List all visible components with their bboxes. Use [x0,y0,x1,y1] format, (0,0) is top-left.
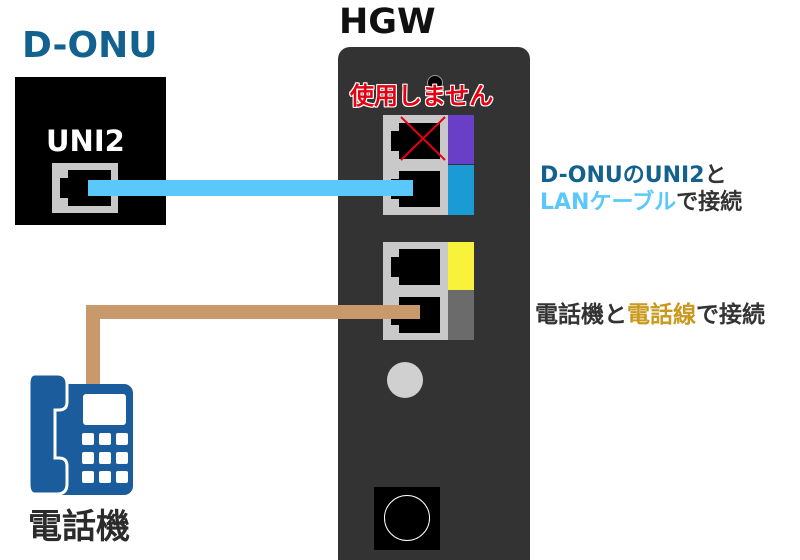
phone-instruction-text: 電話機と [535,302,627,328]
phone-instruction-highlight: 電話線 [627,302,696,328]
onu-port-label: UNI2 [46,124,125,158]
phone-cable [86,305,420,319]
port-color-strip-yellow [448,242,474,290]
lan-instruction-highlight-onu: D-ONUのUNI2 [540,163,705,188]
telephone-label: 電話機 [28,507,130,547]
unused-port-label: 使用しません [350,82,494,110]
cross-icon [400,116,446,161]
lan-cable [88,180,413,196]
port-color-strip-gray [448,290,474,340]
led-indicator-icon [427,75,443,91]
power-button-icon [384,495,430,541]
lan-instruction-highlight-cable: LANケーブル [540,190,677,215]
phone-instruction: 電話機と電話線で接続 [535,304,765,327]
hgw-port-group-2 [383,242,448,340]
ethernet-port-icon [60,170,111,206]
port-color-strip-purple [448,115,474,164]
port-color-strip-blue [448,165,474,215]
phone-instruction-text: で接続 [696,302,765,328]
telephone-icon [27,372,133,496]
lan-instruction-text: と [704,163,727,188]
onu-title: D-ONU [22,25,158,66]
hgw-round-button [387,362,423,398]
ethernet-port-icon [391,249,440,285]
hgw-title: HGW [339,2,436,42]
lan-instruction-text: で接続 [676,190,743,215]
ethernet-port-icon [391,123,440,159]
lan-instruction-line-1: D-ONUのUNI2と [540,165,727,187]
lan-instruction-line-2: LANケーブルで接続 [540,192,742,214]
phone-cable-vertical [86,305,100,387]
